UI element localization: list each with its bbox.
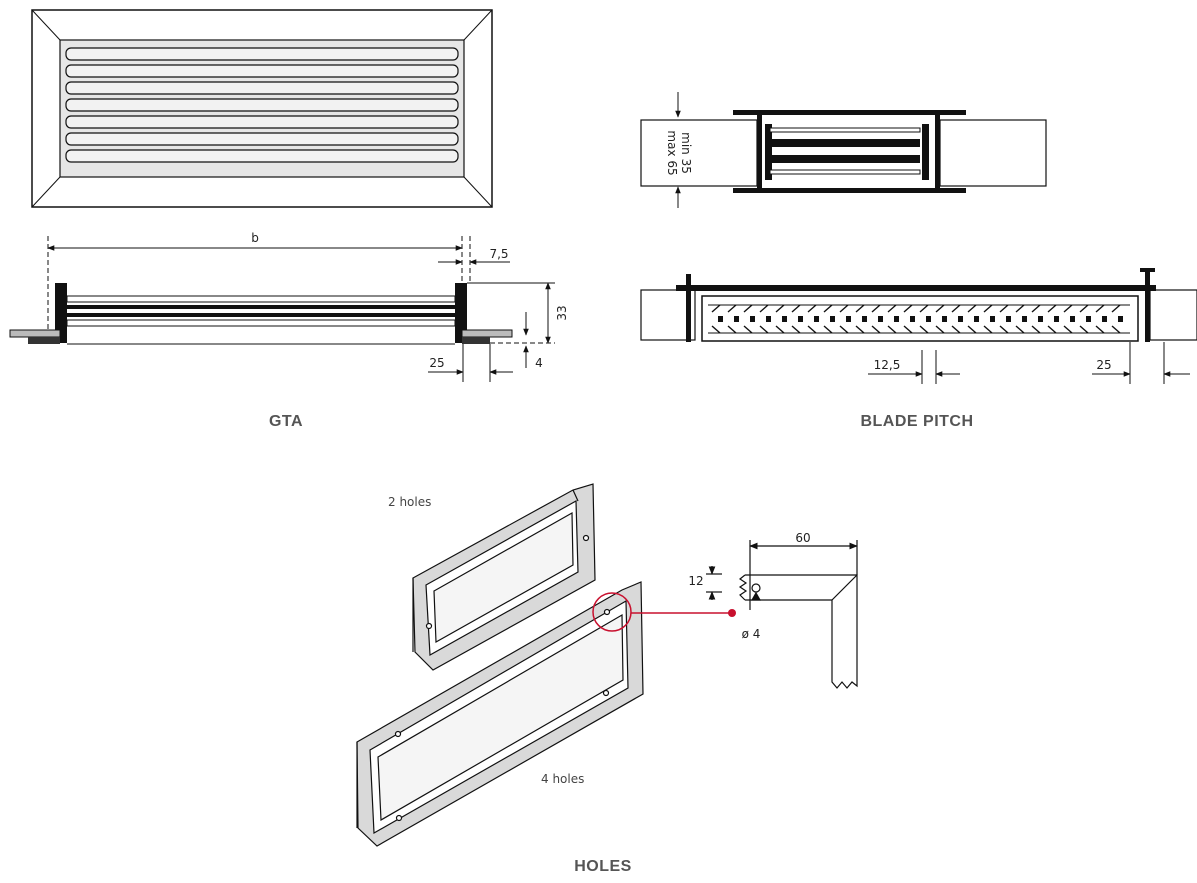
dim-b: b xyxy=(251,231,259,245)
dim-25-right: 25 xyxy=(1096,358,1111,372)
dim-4: 4 xyxy=(535,356,543,370)
gta-front-view xyxy=(31,9,493,208)
label-two-holes: 2 holes xyxy=(388,495,431,509)
label-four-holes: 4 holes xyxy=(541,772,584,786)
gta-section-view xyxy=(9,236,555,382)
frame-two-holes xyxy=(412,483,596,671)
blade-pitch-section-view xyxy=(640,268,1197,384)
dim-7-5: 7,5 xyxy=(489,247,508,261)
caption-blade-pitch: BLADE PITCH xyxy=(860,413,973,430)
hole-callout-circle xyxy=(592,592,632,632)
caption-holes: HOLES xyxy=(574,858,632,875)
dim-min-35: min 35 xyxy=(679,132,693,174)
dim-12: 12 xyxy=(688,574,703,588)
blade-pitch-top-view xyxy=(640,92,1047,208)
dim-max-65: max 65 xyxy=(665,130,679,175)
callout-dot xyxy=(728,609,736,617)
caption-gta: GTA xyxy=(269,413,303,430)
dim-12-5: 12,5 xyxy=(874,358,901,372)
dim-60: 60 xyxy=(795,531,810,545)
frame-four-holes xyxy=(356,581,644,847)
dim-dia-4: ø 4 xyxy=(742,627,761,641)
dim-33: 33 xyxy=(555,305,569,320)
dim-25-left: 25 xyxy=(429,356,444,370)
corner-detail xyxy=(706,540,858,689)
